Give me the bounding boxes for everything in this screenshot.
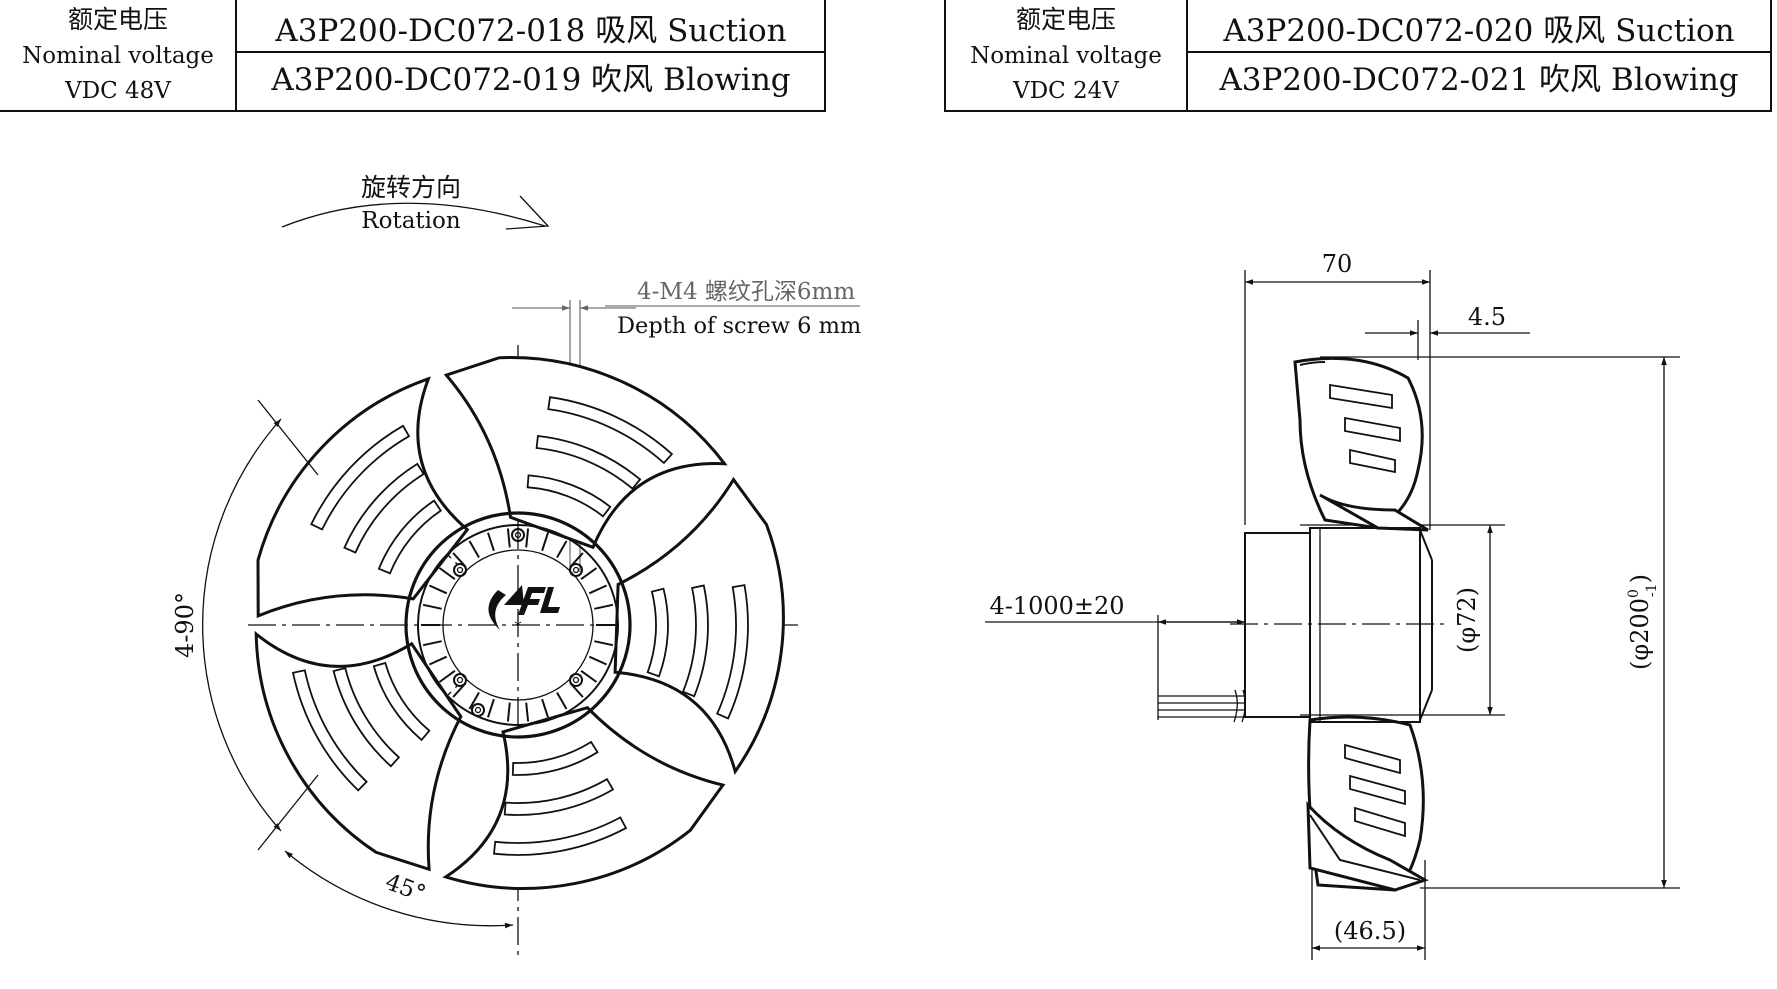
blade-slot bbox=[493, 816, 628, 856]
dim-4-5: 4.5 bbox=[1468, 303, 1506, 331]
hub-rib bbox=[438, 669, 456, 683]
cable bbox=[1158, 689, 1246, 723]
hub-rib bbox=[580, 669, 598, 683]
voltage-label-cn: 额定电压 bbox=[68, 5, 168, 34]
hub-rib bbox=[580, 567, 598, 581]
screw-hole bbox=[569, 673, 583, 687]
screw-hole bbox=[453, 673, 467, 687]
dim-46-5: (46.5) bbox=[1334, 917, 1406, 945]
fan-blade bbox=[443, 355, 728, 550]
brand-logo bbox=[488, 585, 560, 630]
voltage-value: VDC 48V bbox=[64, 78, 171, 104]
dim-diameter-72: (φ72) bbox=[1453, 587, 1481, 653]
svg-text:*: * bbox=[515, 619, 522, 635]
blade-slot bbox=[535, 435, 642, 490]
front-view: * 4-90° 45° bbox=[171, 345, 798, 955]
model-row-blowing: A3P200-DC072-021 吹风 Blowing bbox=[1218, 62, 1738, 98]
hub-rib bbox=[525, 528, 530, 548]
hub-rib bbox=[594, 603, 614, 610]
blade-slot bbox=[547, 396, 674, 465]
fan-blade bbox=[613, 476, 785, 775]
hub-rib bbox=[422, 603, 442, 610]
angle-label-45: 45° bbox=[382, 869, 429, 907]
blade-slot bbox=[681, 584, 709, 698]
voltage-label-en: Nominal voltage bbox=[970, 43, 1162, 69]
fan-blade bbox=[256, 376, 470, 619]
hub-rib bbox=[541, 532, 549, 552]
screw-hole bbox=[569, 563, 583, 577]
hub-rib bbox=[588, 655, 608, 666]
blade-slot bbox=[716, 584, 749, 720]
blade-slot bbox=[343, 462, 425, 554]
angle-label-90: 4-90° bbox=[171, 592, 199, 658]
svg-text:(φ2000-1): (φ2000-1) bbox=[1626, 574, 1660, 670]
blade-slot bbox=[646, 587, 669, 678]
hub-rib bbox=[468, 692, 480, 710]
blade-slot bbox=[332, 667, 401, 768]
side-view: 70 4.5 (φ2000-1) (φ72) bbox=[985, 250, 1680, 960]
blade-slot bbox=[310, 424, 411, 531]
motor-hub-outer bbox=[404, 511, 632, 739]
hub-rib bbox=[556, 540, 568, 558]
hub-rib bbox=[487, 532, 495, 552]
angle-arc-90 bbox=[202, 418, 282, 832]
motor-body bbox=[1244, 532, 1311, 718]
hub-rib bbox=[428, 655, 448, 666]
rotation-label-en: Rotation bbox=[361, 208, 461, 234]
hub-rib bbox=[541, 698, 549, 718]
blade-slot bbox=[511, 740, 599, 776]
angle-arc-45 bbox=[284, 850, 514, 929]
screw-hole bbox=[511, 528, 525, 542]
blade-slot bbox=[291, 669, 368, 792]
fan-blade bbox=[254, 630, 463, 872]
rotation-label-cn: 旋转方向 bbox=[361, 173, 461, 202]
model-row-suction: A3P200-DC072-018 吸风 Suction bbox=[274, 13, 786, 49]
screw-hole bbox=[471, 703, 485, 717]
model-row-blowing: A3P200-DC072-019 吹风 Blowing bbox=[270, 62, 790, 98]
dim-cable-length: 4-1000±20 bbox=[989, 592, 1124, 620]
dim-diameter-200: (φ2000-1) bbox=[1626, 574, 1660, 670]
blade-slot bbox=[503, 777, 615, 816]
hub-rib bbox=[468, 540, 480, 558]
hub-rib bbox=[525, 702, 530, 722]
hub-rib bbox=[428, 584, 448, 595]
voltage-label-cn: 额定电压 bbox=[1016, 5, 1116, 34]
voltage-label-en: Nominal voltage bbox=[22, 43, 214, 69]
hub-rib bbox=[422, 640, 442, 647]
dim-depth-70: 70 bbox=[1322, 250, 1353, 278]
spec-table-24v: 额定电压 Nominal voltage VDC 24V A3P200-DC07… bbox=[944, 0, 1772, 112]
hub-rib bbox=[506, 528, 511, 548]
hub-rib bbox=[594, 640, 614, 647]
hub-rib bbox=[588, 584, 608, 595]
hub-rib bbox=[438, 567, 456, 581]
screw-spec-en: Depth of screw 6 mm bbox=[617, 313, 861, 339]
voltage-value: VDC 24V bbox=[1012, 78, 1119, 104]
screw-spec-cn: 4-M4 螺纹孔深6mm bbox=[637, 279, 855, 305]
fan-blade bbox=[442, 706, 726, 890]
rotation-indicator: 旋转方向 Rotation bbox=[281, 173, 550, 234]
rotation-arrow-head bbox=[505, 195, 550, 230]
hub-rib bbox=[556, 692, 568, 710]
spec-table-48v: 额定电压 Nominal voltage VDC 48V A3P200-DC07… bbox=[0, 0, 826, 112]
hub-rib bbox=[487, 698, 495, 718]
hub-rib bbox=[506, 702, 511, 722]
model-row-suction: A3P200-DC072-020 吸风 Suction bbox=[1222, 13, 1734, 49]
screw-hole bbox=[453, 563, 467, 577]
blade-slot bbox=[377, 499, 443, 575]
blade-slot bbox=[372, 661, 431, 742]
blade-slot bbox=[526, 474, 612, 518]
